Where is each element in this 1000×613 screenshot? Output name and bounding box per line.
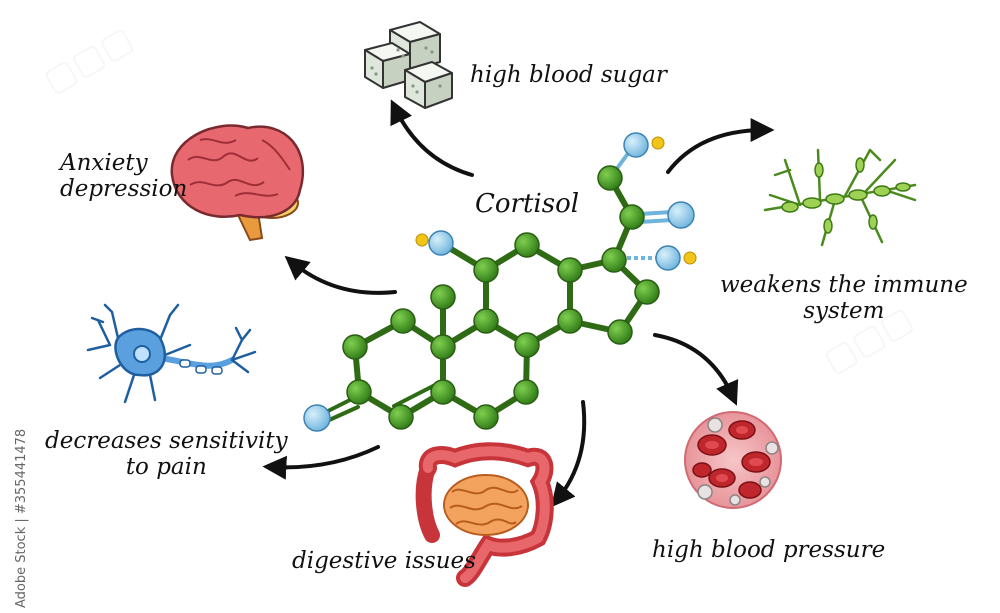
blood-cells-icon — [684, 411, 782, 509]
arrow-to-neuron — [262, 445, 380, 480]
carbon-atoms — [342, 165, 660, 430]
arrow-to-brain — [284, 255, 397, 295]
hydrogen-atoms — [415, 136, 697, 265]
label-pain-line2: to pain — [125, 454, 207, 481]
label-anxiety-line2: depression — [60, 176, 188, 203]
intestine-icon — [415, 442, 554, 587]
brain-icon — [170, 124, 305, 242]
label-high-blood-sugar: high blood sugar — [470, 62, 667, 88]
label-pain-line1: decreases sensitivity — [45, 428, 288, 454]
sugar-cubes-icon — [364, 21, 453, 109]
arrows — [262, 99, 775, 508]
stock-id: Adobe Stock | #355441478 — [14, 378, 34, 608]
arrow-to-immune — [666, 118, 775, 174]
label-immune-line2: system — [803, 298, 885, 325]
label-anxiety-line1: Anxiety — [60, 150, 148, 176]
arrow-to-blood-pressure — [653, 333, 739, 406]
oxygen-atoms — [303, 132, 695, 432]
label-pain: decreases sensitivity to pain — [45, 428, 288, 481]
arrow-to-blood-sugar — [390, 99, 474, 177]
diagram-title: Cortisol — [475, 189, 580, 219]
label-digestive: digestive issues — [292, 548, 476, 574]
label-high-blood-pressure: high blood pressure — [652, 537, 886, 563]
label-immune: weakens the immune system — [720, 272, 968, 325]
label-anxiety: Anxiety depression — [60, 150, 187, 203]
label-immune-line1: weakens the immune — [720, 272, 968, 298]
arrow-to-intestine — [550, 400, 587, 508]
neuron-icon — [86, 303, 257, 404]
cortisol-molecule — [303, 132, 697, 432]
stock-id-text: Adobe Stock | #355441478 — [14, 428, 29, 608]
immune-cell-icon — [763, 148, 917, 247]
